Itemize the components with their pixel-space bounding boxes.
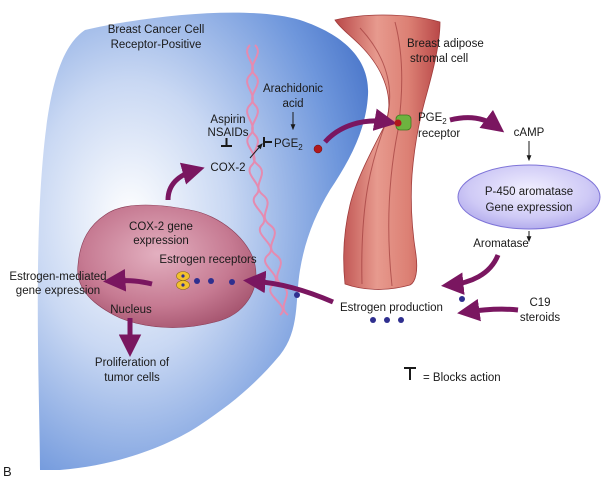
arrow-receptor-to-camp (449, 109, 505, 133)
pge2-receptor-label: PGE2 (418, 112, 447, 126)
pge2-receptor-main: PGE (418, 112, 443, 124)
estrogen-molecule-dot (208, 278, 214, 284)
pge2-main: PGE (274, 138, 299, 150)
estrogen-mediated-label-2: gene expression (16, 285, 100, 297)
blocks-action-icon (404, 367, 416, 380)
blocks-action-icon (221, 138, 232, 147)
cox2-gene-label-2: expression (133, 235, 189, 247)
estrogen-molecule-dot (370, 317, 376, 323)
blocks-action-icon (263, 137, 272, 147)
arrow-receptors-to-gene-expression (103, 269, 153, 292)
estrogen-molecule-dot (194, 278, 200, 284)
pge2-receptor-label-2: receptor (418, 128, 460, 140)
pge2-receptor-icon (394, 114, 412, 131)
estrogen-receptors-label: Estrogen receptors (159, 254, 256, 266)
estrogen-molecule-dot (459, 296, 465, 302)
adipose-title: Breast adipose (407, 38, 484, 50)
arrow-cox2-to-pge2 (249, 143, 263, 159)
arrow-cox2gene-to-cox2 (165, 162, 205, 201)
estrogen-molecule-dot (398, 317, 404, 323)
camp-label: cAMP (514, 127, 545, 139)
estrogen-molecule-dot (384, 317, 390, 323)
cancer-cell-title: Breast Cancer Cell (108, 24, 205, 36)
adipose-subtitle: stromal cell (410, 53, 468, 65)
panel-label: B (3, 464, 12, 479)
cancer-cell-subtitle: Receptor-Positive (111, 39, 202, 51)
arachidonic-label: Arachidonic (263, 83, 323, 95)
arrow-pge2-to-receptor (323, 108, 397, 144)
estrogen-receptor-icon (176, 271, 190, 290)
adipose-fiber (388, 21, 403, 287)
arachidonic-label-2: acid (282, 98, 303, 110)
p450-label-2: Gene expression (486, 202, 573, 214)
pge2-molecule-dot (313, 144, 323, 154)
legend-blocks-action: = Blocks action (423, 372, 501, 384)
aromatase-label: Aromatase (473, 238, 529, 250)
proliferation-label: Proliferation of (95, 357, 170, 369)
p450-ellipse (457, 164, 601, 230)
nsaids-label: NSAIDs (208, 127, 249, 139)
c19-label: C19 (529, 297, 550, 309)
estrogen-molecule-dots (194, 278, 465, 323)
cox2-gene-label: COX-2 gene (129, 221, 193, 233)
pge2-label: PGE2 (274, 138, 303, 152)
transmembrane-helix (251, 44, 289, 316)
estrogen-molecule-dot (229, 279, 235, 285)
nucleus-label: Nucleus (110, 304, 152, 316)
aspirin-label: Aspirin (210, 114, 245, 126)
estrogen-molecule-dot (294, 292, 300, 298)
pge2-subscript: 2 (298, 143, 303, 152)
proliferation-label-2: tumor cells (104, 372, 160, 384)
estrogen-production-label: Estrogen production (340, 302, 443, 314)
arrow-c19-to-estrogen (457, 298, 519, 322)
arrow-estrogen-to-receptors (243, 270, 334, 305)
estrogen-mediated-label: Estrogen-mediated (9, 271, 106, 283)
c19-label-2: steroids (520, 312, 561, 324)
arrow-aromatase-to-estrogen (441, 253, 501, 295)
cox2-label: COX-2 (210, 162, 245, 174)
p450-label: P-450 aromatase (485, 186, 573, 198)
pge2-receptor-subscript: 2 (442, 117, 447, 126)
transmembrane-helix (246, 44, 284, 316)
nucleus (77, 204, 257, 328)
